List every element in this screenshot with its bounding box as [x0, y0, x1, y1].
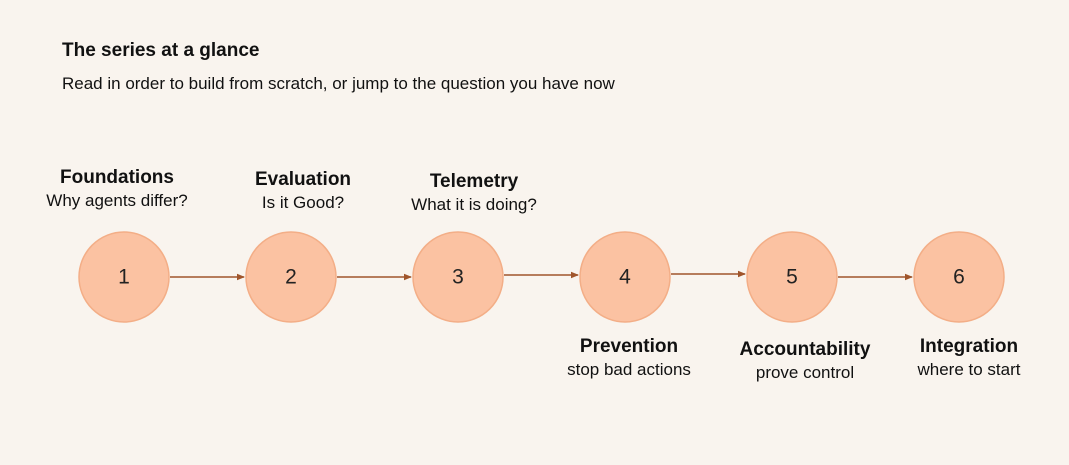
step-label-3: Telemetry What it is doing? — [364, 170, 584, 216]
step-name: Foundations — [60, 167, 174, 188]
step-number: 4 — [619, 266, 631, 289]
step-number: 3 — [452, 266, 464, 289]
step-name: Prevention — [579, 336, 679, 357]
step-name: Evaluation — [254, 169, 352, 190]
step-description: where to start — [917, 360, 1021, 379]
step-node-6: 6 — [913, 231, 1005, 323]
step-name: Telemetry — [429, 171, 519, 192]
step-name: Integration — [919, 336, 1019, 357]
step-label-1: Foundations Why agents differ? — [7, 166, 227, 212]
step-number: 5 — [786, 266, 798, 289]
step-description: Why agents differ? — [46, 191, 188, 210]
step-number: 2 — [285, 266, 297, 289]
step-label-5: Accountability prove control — [695, 338, 915, 384]
step-description: Is it Good? — [261, 193, 345, 212]
step-node-5: 5 — [746, 231, 838, 323]
step-description: What it is doing? — [411, 195, 537, 214]
step-description: prove control — [755, 363, 855, 382]
step-description: stop bad actions — [567, 360, 691, 379]
step-node-2: 2 — [245, 231, 337, 323]
step-number: 6 — [953, 266, 965, 289]
step-node-1: 1 — [78, 231, 170, 323]
diagram-title: The series at a glance — [62, 40, 260, 61]
step-label-2: Evaluation Is it Good? — [193, 168, 413, 214]
step-number: 1 — [118, 266, 130, 289]
step-node-4: 4 — [579, 231, 671, 323]
step-label-6: Integration where to start — [859, 335, 1069, 381]
diagram-subtitle: Read in order to build from scratch, or … — [62, 74, 615, 93]
step-name: Accountability — [739, 339, 871, 360]
step-node-3: 3 — [412, 231, 504, 323]
step-label-4: Prevention stop bad actions — [519, 335, 739, 381]
